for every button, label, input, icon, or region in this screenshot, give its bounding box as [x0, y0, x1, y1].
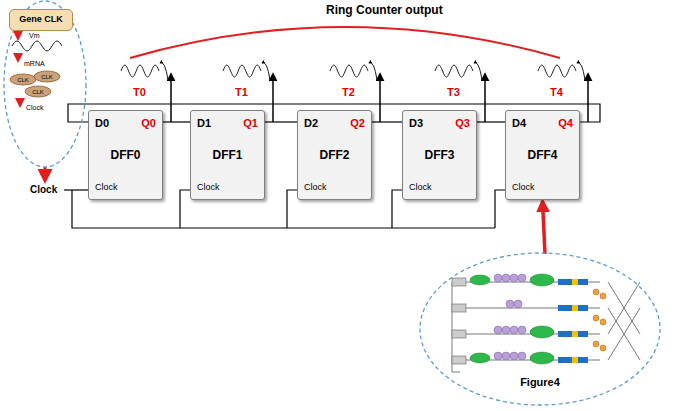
ring-counter-title: Ring Counter output — [326, 4, 443, 17]
process-arrow — [18, 31, 45, 181]
wave-signal — [121, 65, 159, 77]
curl-arrow — [369, 63, 377, 80]
timing-signal-label: T1 — [235, 86, 248, 98]
clock-input-label: Clock — [30, 184, 57, 195]
protein-name: CLK — [9, 76, 37, 83]
flip-flop-name: DFF2 — [298, 149, 371, 162]
protein-circle: CLK — [33, 70, 61, 83]
output-pin: Q4 — [558, 117, 573, 129]
figure-region: Figure4 — [419, 252, 661, 406]
data-wire — [163, 121, 190, 122]
tap-arrow — [587, 74, 589, 122]
flip-flop-box: D0 Q0DFF0Clock — [88, 110, 163, 200]
clock-pin: Clock — [95, 183, 118, 193]
wave-signal — [12, 41, 62, 51]
timing-signal-label: T0 — [133, 86, 146, 98]
output-pin: Q2 — [350, 117, 365, 129]
protein-name: CLK — [33, 73, 61, 80]
genetic-circuit-illustration — [452, 274, 640, 372]
curl-arrow — [262, 63, 270, 80]
tap-arrow — [379, 74, 381, 122]
data-wire — [372, 121, 402, 122]
flip-flop-box: D3 Q3DFF3Clock — [402, 110, 477, 200]
protein-name: CLK — [24, 88, 52, 95]
input-pin: D3 — [409, 117, 423, 129]
wave-signal — [330, 65, 368, 77]
flip-flop-name: DFF0 — [89, 149, 162, 162]
detail-arrow — [543, 201, 546, 254]
input-pin: D0 — [95, 117, 109, 129]
timing-signal-label: T3 — [447, 86, 460, 98]
output-pin: Q0 — [141, 117, 156, 129]
species-label: Vm — [29, 32, 40, 40]
curl-arrow — [577, 63, 585, 80]
tap-arrow — [272, 74, 274, 122]
curl-arrow — [474, 63, 482, 80]
gene-name: Gene CLK — [10, 15, 72, 25]
wave-signal — [223, 65, 261, 77]
data-wire — [477, 121, 505, 122]
curl-arrow — [160, 63, 168, 80]
flip-flop-name: DFF1 — [191, 149, 264, 162]
data-wire — [265, 121, 297, 122]
protein-circle: CLK — [24, 85, 52, 98]
input-pin: D4 — [512, 117, 526, 129]
output-pin: Q3 — [455, 117, 470, 129]
input-pin: D2 — [304, 117, 318, 129]
flip-flop-box: D1 Q1DFF1Clock — [190, 110, 265, 200]
clock-pin: Clock — [197, 183, 220, 193]
timing-signal-label: T4 — [550, 86, 563, 98]
gene-clock-region: VmmRNAClockGene CLKCLKCLKCLK — [3, 0, 87, 168]
flip-flop-name: DFF4 — [506, 149, 579, 162]
timing-signal-label: T2 — [342, 86, 355, 98]
output-pin: Q1 — [243, 117, 258, 129]
input-pin: D1 — [197, 117, 211, 129]
ring-arc — [130, 27, 560, 58]
wave-signal — [435, 65, 473, 77]
tap-arrow — [484, 74, 486, 122]
tap-arrow — [170, 74, 172, 122]
protein-circle: CLK — [9, 73, 37, 86]
clock-pin: Clock — [409, 183, 432, 193]
species-label: mRNA — [24, 60, 45, 68]
gene-box: Gene CLK — [9, 9, 73, 31]
flip-flop-name: DFF3 — [403, 149, 476, 162]
figure-label: Figure4 — [419, 376, 661, 388]
flip-flop-box: D2 Q2DFF2Clock — [297, 110, 372, 200]
flip-flop-box: D4 Q4DFF4Clock — [505, 110, 580, 200]
species-label: Clock — [26, 104, 44, 112]
clock-pin: Clock — [304, 183, 327, 193]
wave-signal — [538, 65, 576, 77]
clock-pin: Clock — [512, 183, 535, 193]
